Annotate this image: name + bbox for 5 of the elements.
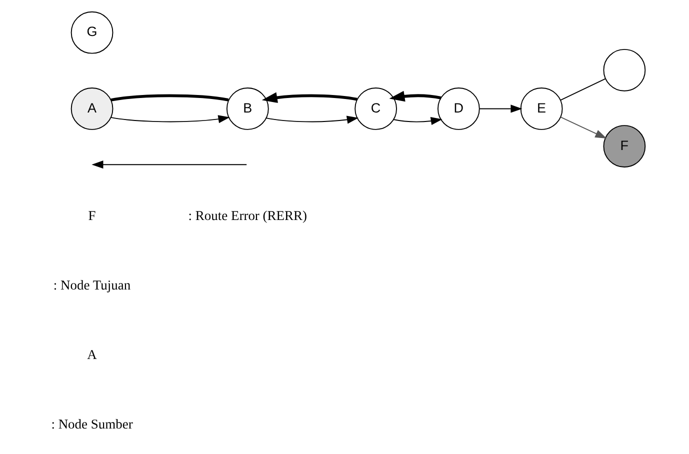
label: : Node Tujuan [53,278,131,293]
legend-label: : Route Error (RERR) [188,208,308,224]
label: A [87,346,97,362]
label: : Node Sumber [51,416,133,432]
label: F [88,208,96,224]
